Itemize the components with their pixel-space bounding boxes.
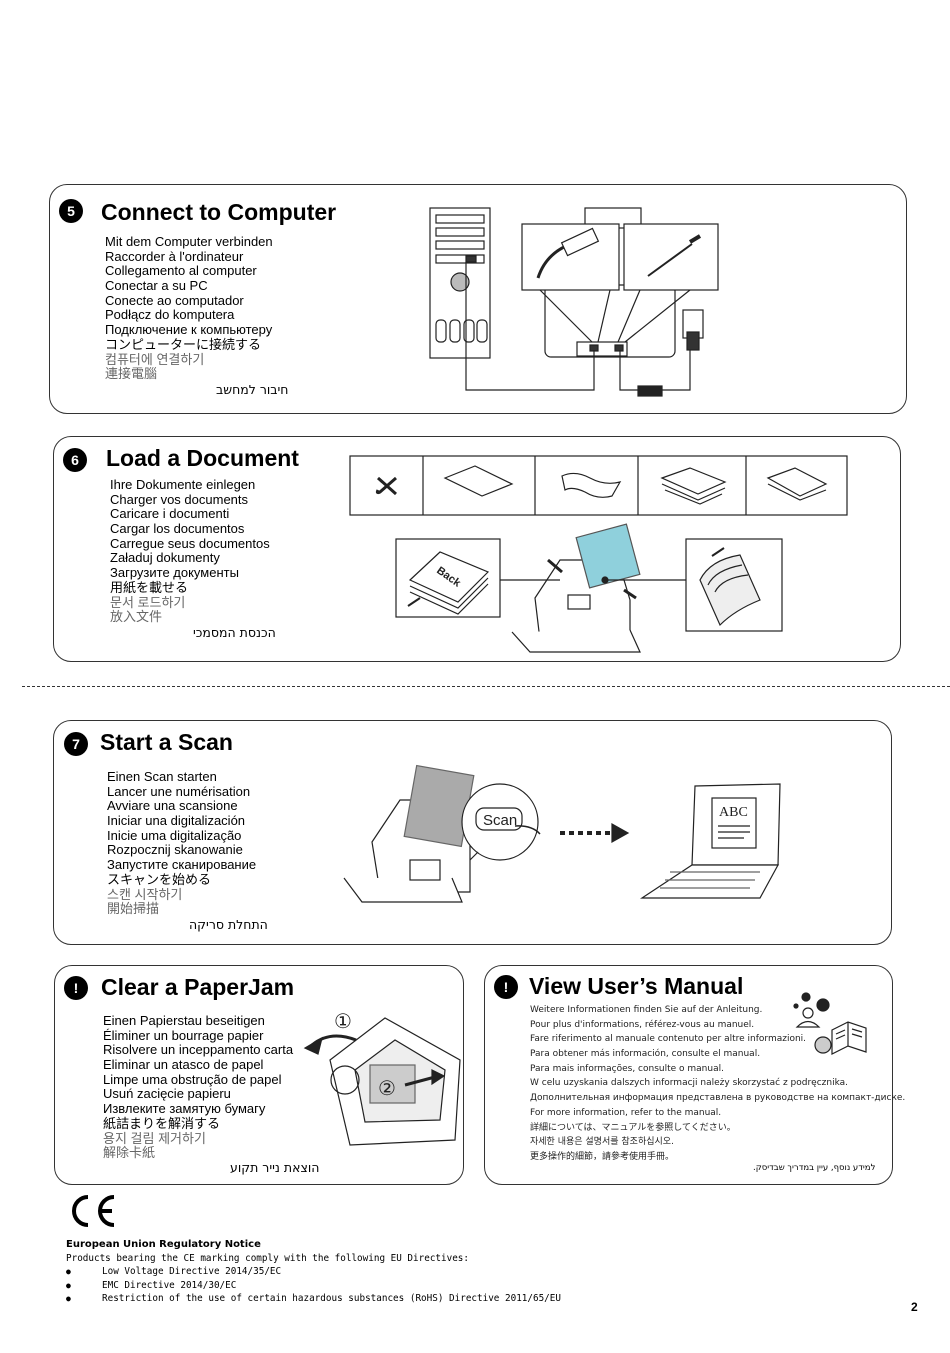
manual-line: Fare riferimento al manuale contenuto pe… [530,1034,807,1045]
connect-line: Подключение к компьютеру [105,322,273,338]
connect-line: Conectar a su PC [105,278,208,294]
jam-line: Извлеките замятую бумагу [103,1101,266,1117]
scan-line: Rozpocznij skanowanie [107,842,243,858]
connect-panel [49,184,907,414]
jam-alert-icon: ! [64,976,88,1000]
scan-panel [53,720,892,945]
jam-translations: Einen Papierstau beseitigen Éliminer un … [103,1013,294,1161]
connect-line: Conecte ao computador [105,292,244,308]
scan-line: Lancer une numérisation [107,783,251,799]
jam-line: Eliminar un atasco de papel [103,1057,264,1073]
jam-step-2: ② [378,1076,396,1100]
load-line: 用紙を載せる [110,579,189,595]
connect-line: Podłącz do komputera [105,307,235,323]
load-title: Load a Document [106,445,299,471]
eu-directive-item: Low Voltage Directive 2014/35/EC [66,1265,561,1279]
scan-line: Inicie uma digitalização [107,827,242,843]
manual-line: 更多操作的細節，請參考使用手冊。 [530,1151,675,1162]
load-line: Załaduj dokumenty [110,550,220,566]
load-line: Cargar los documentos [110,521,245,537]
jam-hebrew: הוצאת נייר תקוע [230,1160,320,1175]
manual-translations: Weitere Informationen finden Sie auf der… [530,1003,905,1165]
laptop-screen-label: ABC [719,805,748,820]
scan-line: Iniciar una digitalización [107,813,246,829]
load-line: 放入文件 [110,609,163,625]
manual-line: W celu uzyskania dalszych informacji nal… [530,1078,849,1089]
manual-line: Weitere Informationen finden Sie auf der… [530,1005,763,1015]
load-illustration: Back [349,455,848,653]
manual-hebrew: למידע נוסף, עיין במדריך שבדיסק. [753,1163,876,1173]
jam-line: 紙詰まりを解消する [103,1115,221,1131]
scan-hebrew: התחלת סריקה [189,917,268,932]
scan-line: Запустите сканирование [107,857,257,873]
connect-line: Mit dem Computer verbinden [105,234,273,249]
jam-line: Risolvere un inceppamento carta [103,1042,294,1058]
load-line: Charger vos documents [110,491,249,507]
manual-alert-icon: ! [494,975,518,999]
jam-title: Clear a PaperJam [101,974,295,1000]
connect-line: Collegamento al computer [105,263,257,279]
eu-heading: European Union Regulatory Notice [66,1239,261,1250]
load-translations: Ihre Dokumente einlegen Charger vos docu… [110,477,270,625]
jam-line: Usuń zacięcie papieru [103,1086,231,1102]
eu-directive-item: Restriction of the use of certain hazard… [66,1292,561,1306]
jam-step-1: ① [334,1009,352,1033]
manual-panel [484,965,893,1185]
load-line: Caricare i documenti [110,506,230,522]
manual-line: 詳細については、マニュアルを参照してください。 [530,1122,736,1133]
connect-hebrew: חיבור למחשב [216,382,289,397]
manual-line: 자세한 내용은 설명서를 참조하십시오. [530,1137,674,1148]
jam-line: Limpe uma obstrução de papel [103,1071,282,1087]
connect-line: コンピューターに接続する [105,336,262,352]
step-7-badge: 7 [64,732,88,756]
scan-line: Einen Scan starten [107,769,217,784]
jam-line: Einen Papierstau beseitigen [103,1013,265,1028]
scan-translations: Einen Scan starten Lancer une numérisati… [107,769,257,917]
scan-button-label: Scan [483,812,517,829]
eu-directive-item: EMC Directive 2014/30/EC [66,1279,561,1293]
load-hebrew: הכנסת המסמכי [193,625,276,640]
manual-title: View User’s Manual [529,973,744,999]
eu-regulatory-notice: European Union Regulatory Notice Product… [66,1238,561,1306]
jam-line: Éliminer un bourrage papier [103,1027,264,1043]
manual-line: For more information, refer to the manua… [530,1107,722,1118]
jam-line: 용지 걸림 제거하기 [103,1130,206,1146]
scan-line: スキャンを始める [107,871,212,887]
scan-title: Start a Scan [100,729,233,755]
scan-illustration: Scan ABC [343,764,781,903]
connect-translations: Mit dem Computer verbinden Raccorder à l… [105,234,273,382]
manual-line: Para obtener más información, consulte e… [530,1049,761,1060]
load-line: Ihre Dokumente einlegen [110,477,256,492]
load-panel [53,436,901,662]
connect-line: 컴퓨터에 연결하기 [105,351,205,367]
load-line: Загрузите документы [110,565,239,581]
scan-line: 開始掃描 [107,901,160,917]
eu-intro: Products bearing the CE marking comply w… [66,1252,469,1264]
step-6-badge: 6 [63,448,87,472]
section-divider [22,686,950,687]
jam-line: 解除卡紙 [103,1145,156,1161]
scan-line: Avviare una scansione [107,798,238,814]
jam-illustration: ① ② [303,1009,461,1146]
ce-mark-icon [72,1195,115,1227]
connect-illustration [429,207,719,397]
load-line: 문서 로드하기 [110,594,186,610]
jam-panel [54,965,464,1185]
manual-book-icon [793,992,867,1055]
manual-line: Para mais informações, consulte o manual… [530,1063,724,1074]
scan-line: 스캔 시작하기 [107,886,183,902]
connect-title: Connect to Computer [101,199,337,225]
page-number: 2 [911,1300,918,1314]
load-line: Carregue seus documentos [110,535,270,551]
connect-line: Raccorder à l'ordinateur [105,248,244,264]
step-5-badge: 5 [59,199,83,223]
manual-line: Pour plus d'informations, référez-vous a… [530,1019,755,1030]
connect-line: 連接電腦 [105,366,158,382]
manual-line: Дополнительная информация представлена в… [530,1093,906,1104]
eu-directive-list: Low Voltage Directive 2014/35/EC EMC Dir… [66,1265,561,1306]
